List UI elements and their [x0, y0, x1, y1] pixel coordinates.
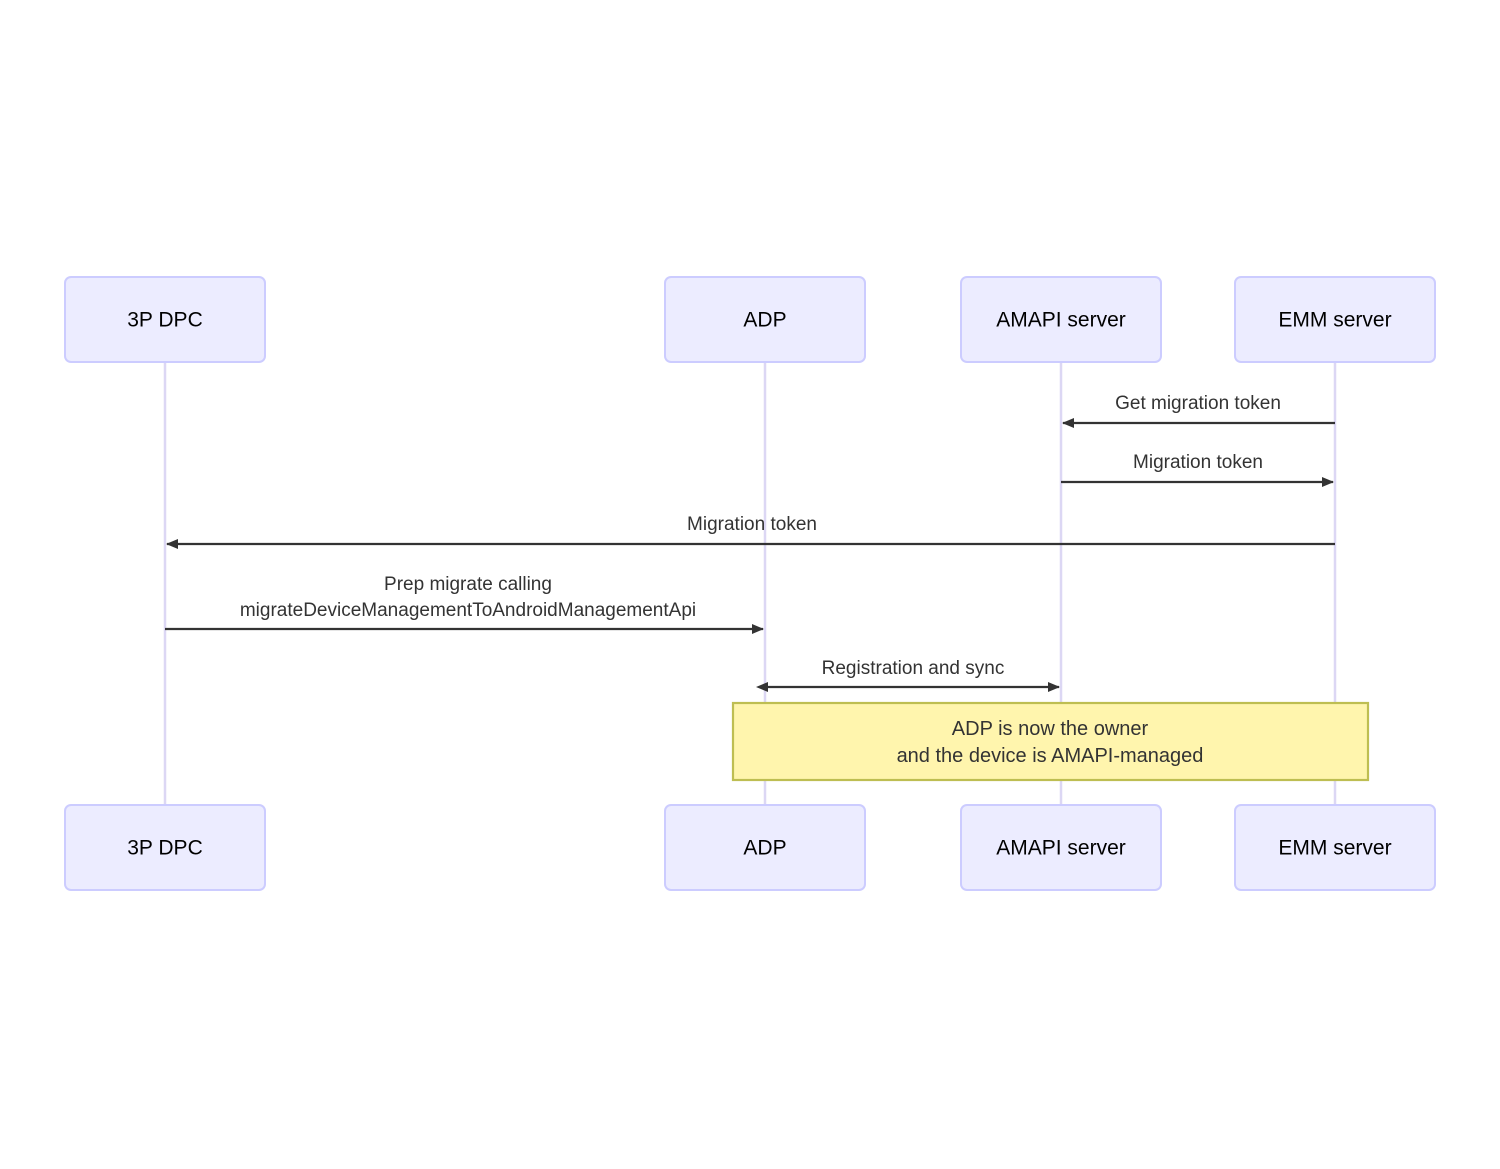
participant-label-dpc-bottom: 3P DPC: [127, 837, 202, 860]
participants-bottom: 3P DPC ADP AMAPI server EMM server: [64, 804, 1436, 891]
message-registration-and-sync: Registration and sync: [756, 658, 1060, 692]
message-get-migration-token: Get migration token: [1062, 393, 1335, 428]
message-prep-migrate: Prep migrate calling migrateDeviceManage…: [165, 574, 764, 634]
note-box: [731, 701, 1370, 782]
participant-label-emm-bottom: EMM server: [1278, 837, 1391, 860]
note-text-line1: ADP is now the owner: [952, 718, 1149, 740]
participants-top: 3P DPC ADP AMAPI server EMM server: [64, 276, 1436, 363]
participant-label-amapi-bottom: AMAPI server: [996, 837, 1126, 860]
message-label-prep-migrate-line2: migrateDeviceManagementToAndroidManageme…: [240, 600, 696, 621]
message-migration-token-to-dpc: Migration token: [166, 514, 1335, 549]
participant-box-dpc-bottom[interactable]: [64, 804, 266, 891]
message-label-migration-token-to-dpc: Migration token: [687, 514, 817, 535]
participant-box-amapi-bottom[interactable]: [960, 804, 1162, 891]
participant-label-adp-top: ADP: [743, 309, 786, 332]
note-text-line2: and the device is AMAPI-managed: [897, 745, 1204, 767]
participant-box-dpc-top[interactable]: [64, 276, 266, 363]
message-migration-token-to-emm: Migration token: [1061, 452, 1334, 487]
message-label-migration-token-to-emm: Migration token: [1133, 452, 1263, 473]
message-label-get-migration-token: Get migration token: [1115, 393, 1281, 414]
participant-label-dpc-top: 3P DPC: [127, 309, 202, 332]
participant-box-emm-top[interactable]: [1234, 276, 1436, 363]
participant-label-amapi-top: AMAPI server: [996, 309, 1126, 332]
participant-box-adp-bottom[interactable]: [664, 804, 866, 891]
participant-label-emm-top: EMM server: [1278, 309, 1391, 332]
participant-label-adp-bottom: ADP: [743, 837, 786, 860]
participant-box-amapi-top[interactable]: [960, 276, 1162, 363]
participant-box-adp-top[interactable]: [664, 276, 866, 363]
message-label-registration-and-sync: Registration and sync: [822, 658, 1005, 679]
participant-box-emm-bottom[interactable]: [1234, 804, 1436, 891]
note-adp-owner: ADP is now the owner and the device is A…: [731, 701, 1370, 782]
message-label-prep-migrate-line1: Prep migrate calling: [384, 574, 552, 595]
